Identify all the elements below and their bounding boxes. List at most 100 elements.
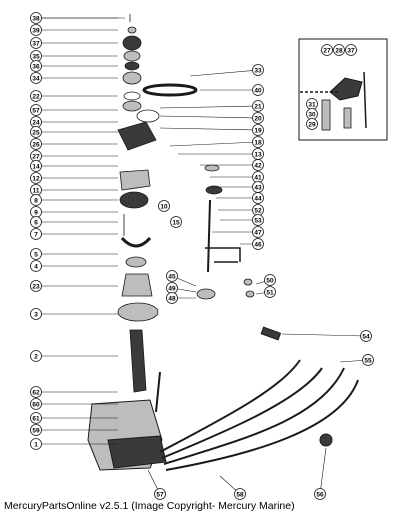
callout-10: 10	[158, 200, 170, 212]
callout-27: 27	[321, 44, 333, 56]
svg-text:57: 57	[32, 108, 40, 115]
svg-text:60: 60	[32, 402, 40, 409]
callout-18: 18	[169, 136, 264, 148]
svg-text:3: 3	[34, 312, 38, 319]
callout-28: 28	[333, 44, 345, 56]
svg-text:46: 46	[254, 242, 262, 249]
svg-text:24: 24	[32, 120, 40, 127]
callout-40: 40	[200, 84, 264, 96]
callout-37: 37	[30, 37, 118, 49]
callout-21: 21	[159, 100, 264, 112]
svg-text:44: 44	[254, 196, 262, 203]
svg-text:14: 14	[32, 164, 40, 171]
svg-text:36: 36	[32, 64, 40, 71]
callout-31: 31	[306, 98, 318, 110]
callout-20: 20	[159, 112, 264, 124]
svg-text:9: 9	[34, 210, 38, 217]
svg-text:27: 27	[323, 48, 331, 55]
svg-text:62: 62	[32, 390, 40, 397]
svg-text:19: 19	[254, 128, 262, 135]
callout-42: 42	[200, 159, 264, 171]
svg-text:11: 11	[33, 188, 40, 195]
svg-text:22: 22	[32, 94, 40, 101]
callout-39: 39	[30, 24, 118, 36]
callout-15: 15	[170, 216, 182, 228]
callout-56: 56	[314, 447, 327, 500]
svg-text:40: 40	[254, 88, 262, 95]
distributor-assembly	[87, 326, 359, 471]
callout-48: 48	[166, 292, 196, 304]
callout-4: 4	[30, 260, 118, 272]
svg-text:6: 6	[34, 220, 38, 227]
svg-text:33: 33	[254, 68, 262, 75]
callout-13: 13	[178, 148, 264, 160]
callout-41: 41	[210, 171, 264, 183]
svg-text:31: 31	[308, 102, 316, 109]
svg-text:25: 25	[32, 130, 40, 137]
svg-text:58: 58	[236, 492, 244, 499]
callout-49: 49	[166, 282, 197, 294]
svg-text:49: 49	[168, 286, 176, 293]
callout-53: 53	[220, 214, 264, 226]
svg-text:27: 27	[32, 154, 40, 161]
svg-text:30: 30	[308, 112, 316, 119]
callout-7: 7	[30, 228, 118, 240]
callout-labels: 3839373536342257242526271412118967542332…	[30, 12, 374, 500]
svg-text:50: 50	[266, 278, 274, 285]
svg-text:37: 37	[32, 41, 40, 48]
callout-57: 57	[147, 469, 166, 500]
svg-text:1: 1	[34, 442, 38, 449]
svg-text:38: 38	[32, 16, 40, 23]
svg-text:35: 35	[32, 54, 40, 61]
callout-58: 58	[219, 475, 246, 500]
callout-27: 27	[30, 150, 118, 162]
callout-11: 11	[30, 184, 118, 196]
callout-52: 52	[218, 204, 264, 216]
svg-text:4: 4	[34, 264, 38, 271]
callout-30: 30	[306, 108, 318, 120]
callout-60: 60	[30, 398, 118, 410]
svg-text:57: 57	[156, 492, 164, 499]
svg-text:59: 59	[32, 428, 40, 435]
svg-text:56: 56	[316, 492, 324, 499]
svg-text:29: 29	[308, 122, 316, 129]
callout-59: 59	[30, 424, 118, 436]
callout-14: 14	[30, 160, 118, 172]
svg-text:43: 43	[254, 185, 262, 192]
svg-text:51: 51	[266, 290, 274, 297]
callout-45: 45	[166, 270, 197, 287]
left-part-stack	[40, 14, 161, 413]
svg-text:42: 42	[254, 163, 262, 170]
svg-text:52: 52	[254, 208, 262, 215]
callout-23: 23	[30, 280, 118, 292]
middle-hardware	[136, 83, 255, 300]
svg-text:8: 8	[34, 198, 38, 205]
callout-51: 51	[255, 286, 276, 298]
callout-36: 36	[30, 60, 118, 72]
svg-text:47: 47	[254, 230, 262, 237]
callout-26: 26	[30, 138, 118, 150]
svg-text:55: 55	[364, 358, 372, 365]
svg-text:15: 15	[172, 220, 180, 227]
callout-9: 9	[30, 206, 118, 218]
callout-25: 25	[30, 126, 118, 138]
svg-text:2: 2	[34, 354, 38, 361]
callout-34: 34	[30, 72, 118, 84]
svg-text:13: 13	[254, 152, 262, 159]
svg-text:21: 21	[254, 104, 262, 111]
copyright-footer: MercuryPartsOnline v2.5.1 (Image Copyrig…	[4, 500, 295, 512]
callout-37: 37	[345, 44, 357, 56]
svg-text:53: 53	[254, 218, 262, 225]
callout-19: 19	[159, 124, 264, 136]
svg-text:12: 12	[32, 176, 40, 183]
callout-46: 46	[240, 238, 264, 250]
svg-text:61: 61	[32, 416, 40, 423]
callout-3: 3	[30, 308, 118, 320]
callout-6: 6	[30, 216, 118, 228]
svg-text:20: 20	[254, 116, 262, 123]
svg-text:10: 10	[160, 204, 168, 211]
svg-text:23: 23	[32, 284, 40, 291]
callout-29: 29	[306, 118, 318, 130]
svg-text:54: 54	[362, 334, 370, 341]
